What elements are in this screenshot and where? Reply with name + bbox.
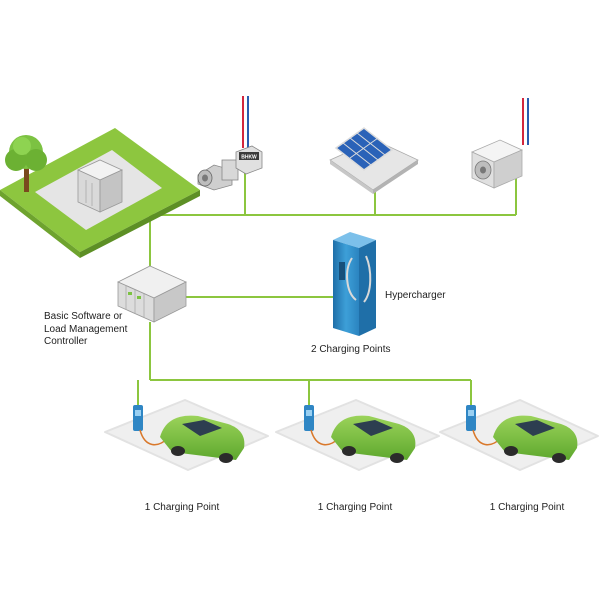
hypercharger-points-label: 2 Charging Points: [311, 344, 391, 355]
electric-car-icon: [331, 415, 416, 463]
charging-point-middle-label: 1 Charging Point: [317, 502, 393, 513]
charging-point-left-label: 1 Charging Point: [144, 502, 220, 513]
heat-pump-icon: [471, 98, 529, 189]
electric-car-icon: [493, 415, 578, 463]
charging-bay-middle: [275, 399, 440, 471]
combined-heat-power-icon: BHKW: [197, 96, 263, 191]
electric-car-icon: [160, 415, 245, 463]
charging-bay-left: [104, 399, 269, 471]
controller-label: Basic Software or Load Management Contro…: [44, 311, 127, 349]
controller-label-line-3: Controller: [44, 336, 88, 347]
charging-point-right-label: 1 Charging Point: [489, 502, 565, 513]
controller-label-line-1: Basic Software or: [44, 311, 123, 322]
chp-badge-text: BHKW: [241, 155, 257, 161]
load-management-controller-icon: [117, 265, 187, 323]
transformer-station-icon: [0, 128, 200, 258]
hypercharger-label: Hypercharger: [385, 290, 446, 301]
solar-panel-icon: [329, 127, 419, 194]
controller-label-line-2: Load Management: [44, 323, 128, 335]
hypercharger-station-icon: [333, 232, 376, 336]
charging-bay-right: [439, 399, 599, 471]
connection-lines: [137, 165, 517, 405]
